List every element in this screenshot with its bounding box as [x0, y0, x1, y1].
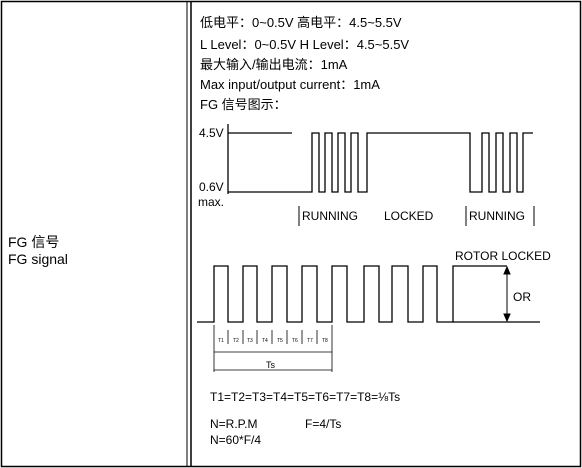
high-level-label: 4.5V: [199, 126, 224, 140]
or-label: OR: [513, 290, 531, 304]
frequency-label: F=4/Ts: [305, 417, 342, 431]
low-level-label: 0.6V: [199, 180, 224, 194]
phase-markers: [298, 206, 535, 226]
period-t4: T4: [262, 338, 268, 344]
rpm-label: N=R.P.M: [210, 417, 258, 431]
rotor-locked-label: ROTOR LOCKED: [455, 249, 551, 263]
period-formula: T1=T2=T3=T4=T5=T6=T7=T8=⅛Ts: [210, 390, 400, 404]
phase-running-2: RUNNING: [469, 209, 525, 223]
spec-current-cn: 最大输入/输出电流：1mA: [200, 57, 348, 72]
ts-label: Ts: [266, 360, 275, 370]
period-t7: T7: [307, 338, 313, 344]
period-t6: T6: [292, 338, 298, 344]
period-t2: T2: [233, 338, 239, 344]
spec-diagram-title: FG 信号图示：: [200, 97, 287, 112]
spec-current-en: Max input/output current：1mA: [200, 77, 380, 92]
period-formula-frac: ⅛Ts: [378, 390, 401, 404]
spec-level-en: L Level：0~0.5V H Level：4.5~5.5V: [200, 37, 410, 52]
fg-waveform-1: [227, 124, 533, 194]
rotor-locked-arrow: [503, 265, 511, 323]
phase-locked: LOCKED: [384, 209, 434, 223]
spec-level-cn: 低电平：0~0.5V 高电平：4.5~5.5V: [200, 15, 402, 30]
period-t5: T5: [277, 338, 283, 344]
period-t1: T1: [218, 338, 224, 344]
period-t3: T3: [247, 338, 253, 344]
fg-label-cn: FG 信号: [8, 234, 60, 250]
period-markers: [213, 325, 333, 372]
n-formula: N=60*F/4: [210, 433, 262, 447]
fg-waveform-2: [197, 265, 540, 323]
low-level-max: max.: [198, 195, 225, 209]
phase-running-1: RUNNING: [302, 209, 358, 223]
period-t8: T8: [322, 338, 328, 344]
period-formula-main: T1=T2=T3=T4=T5=T6=T7=T8=: [210, 390, 379, 404]
fg-label-en: FG signal: [8, 251, 68, 267]
